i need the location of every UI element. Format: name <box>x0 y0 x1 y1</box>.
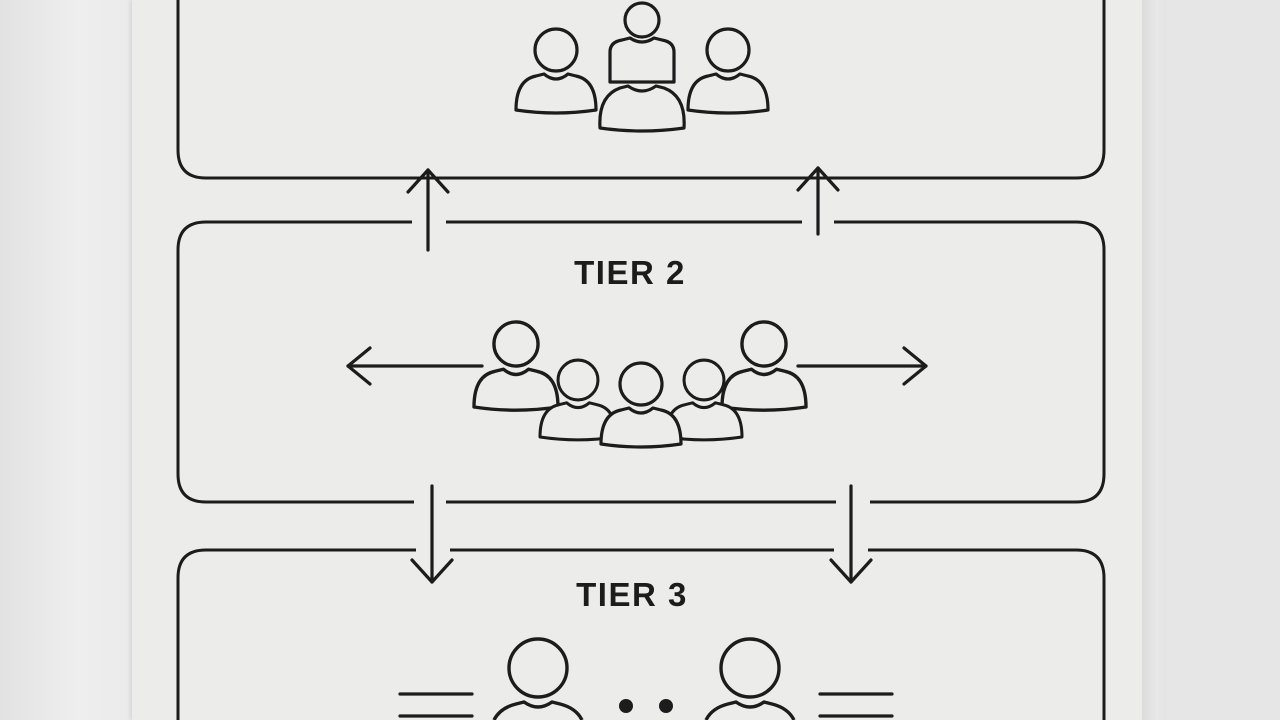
person-icon <box>704 637 796 720</box>
arrow-right <box>796 346 928 386</box>
arrow-down-right <box>829 484 873 584</box>
person-icon <box>720 320 808 412</box>
ellipsis-dots <box>619 699 673 713</box>
tier-3-side-lines <box>398 692 894 718</box>
person-icon <box>472 320 560 412</box>
person-icon <box>686 27 770 115</box>
tier-3-people <box>492 637 796 720</box>
whiteboard-edge <box>1142 0 1166 720</box>
arrow-up-right <box>796 166 840 236</box>
person-icon <box>492 637 584 720</box>
tier-3-box <box>176 548 1106 720</box>
tier-2-people <box>472 320 808 449</box>
tier-3-label: TIER 3 <box>576 576 688 613</box>
tier-2-label: TIER 2 <box>574 254 686 291</box>
arrow-up-left <box>406 168 450 252</box>
person-icon <box>598 84 686 133</box>
tier-1-box <box>176 0 1106 180</box>
arrow-left <box>346 346 484 386</box>
arrow-down-left <box>410 484 454 584</box>
tier-1-people <box>514 1 770 133</box>
person-icon <box>608 1 676 84</box>
tier-2-box <box>176 220 1106 504</box>
person-icon <box>599 361 683 449</box>
person-icon <box>514 27 598 115</box>
